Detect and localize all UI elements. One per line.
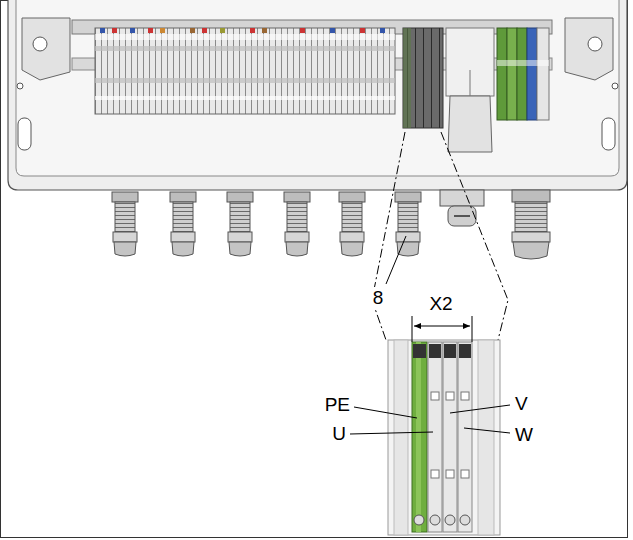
callout-label: 8 [371, 287, 386, 308]
callout-label: V [513, 393, 530, 414]
callout-label: U [330, 423, 348, 444]
callout-label: PE [323, 394, 352, 415]
callout-label: W [513, 424, 535, 445]
callout-label: X2 [427, 293, 454, 314]
